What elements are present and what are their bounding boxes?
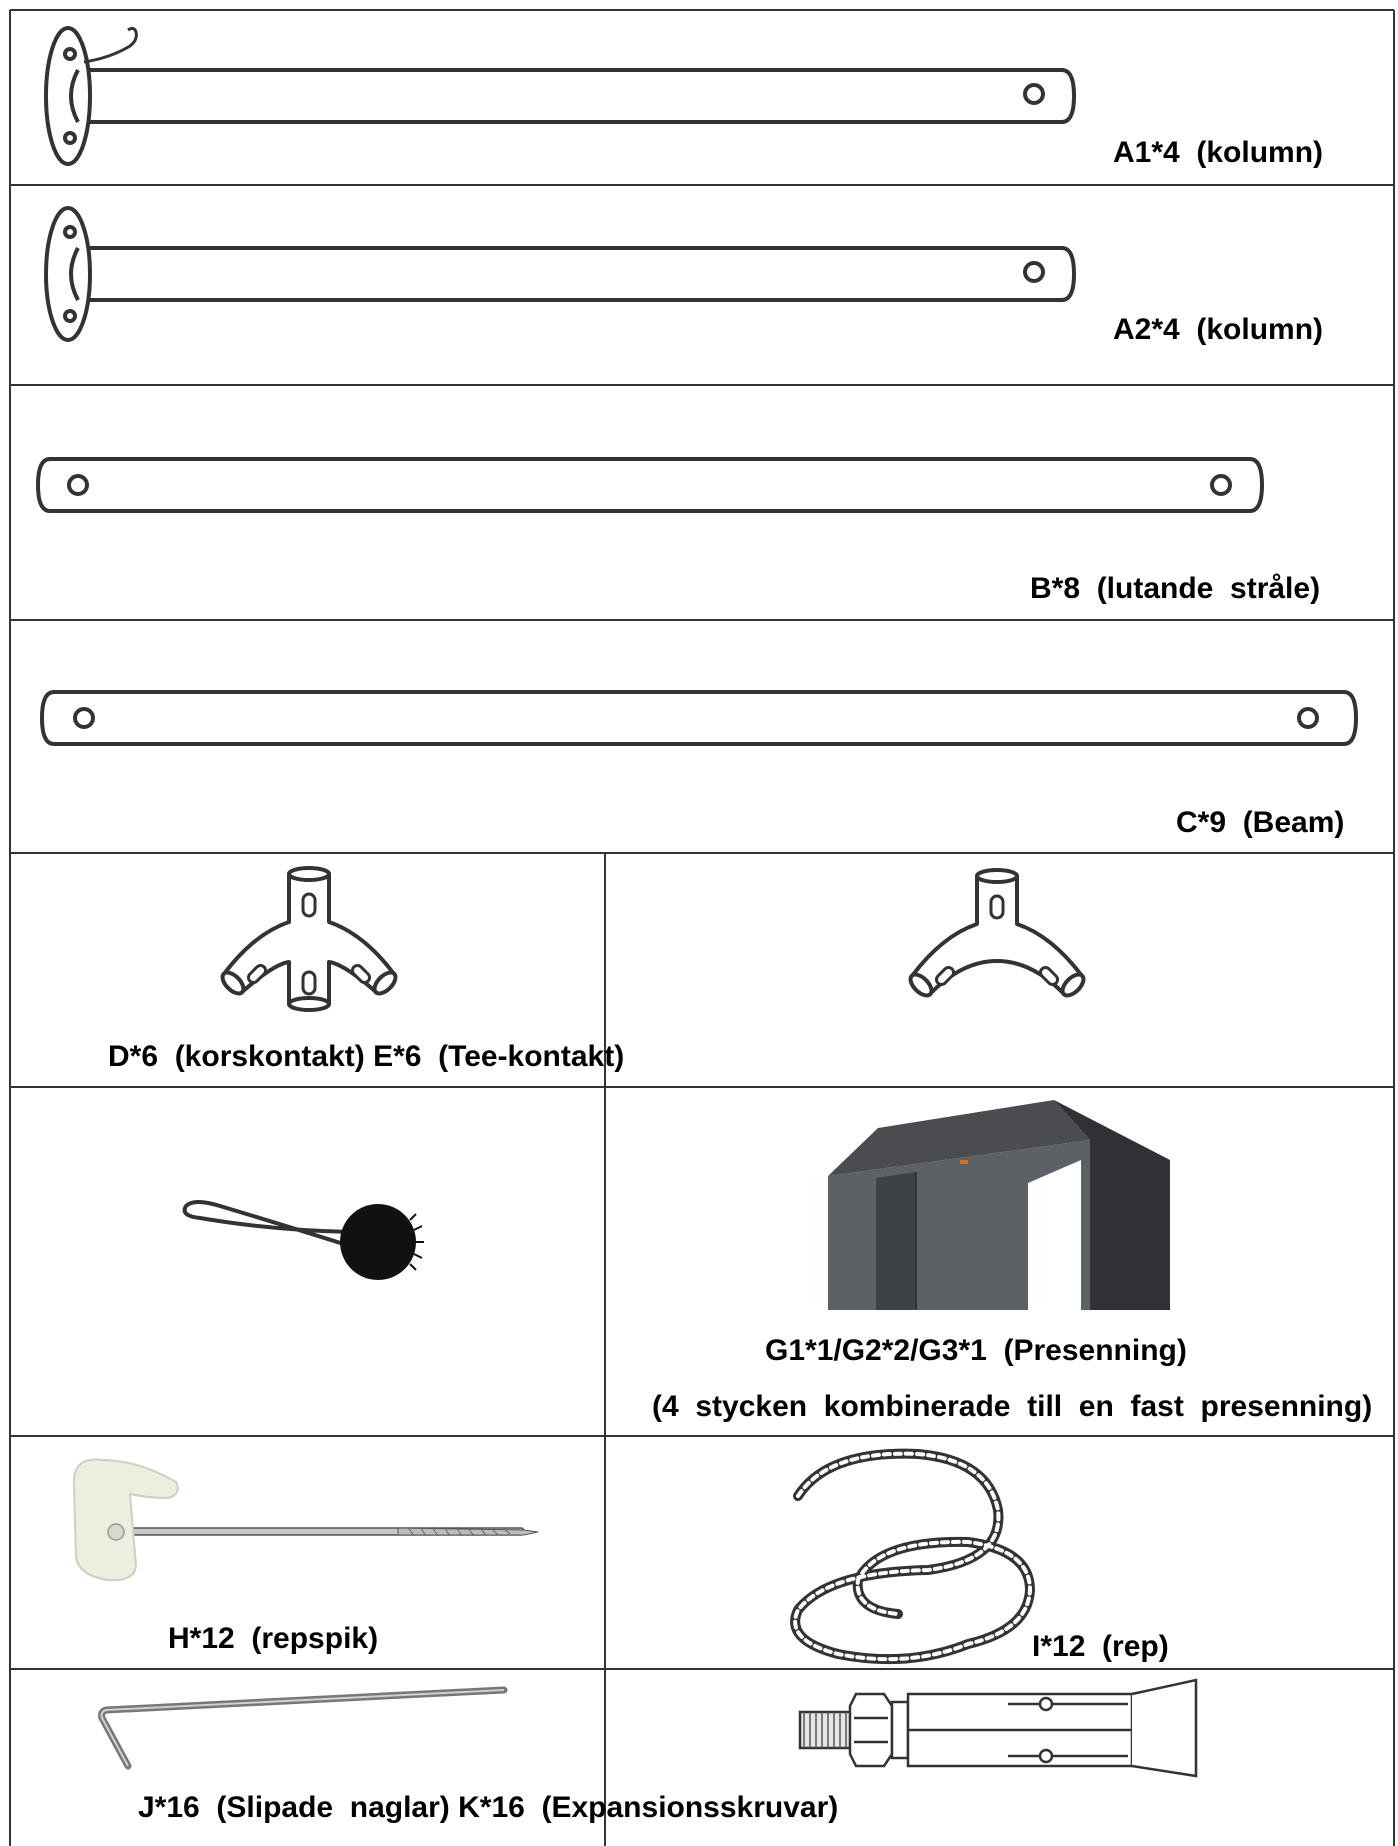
- tee-connector-e-drawing: [908, 868, 1086, 998]
- part-g-note-clip: (4 stycken kombinerade till en fast pres…: [650, 1388, 1394, 1428]
- column-a1-drawing: [44, 26, 1077, 166]
- part-d-e-label: D*6 (korskontakt) E*6 (Tee-kontakt): [108, 1040, 625, 1073]
- part-g-label: G1*1/G2*2/G3*1 (Presenning): [765, 1334, 1187, 1367]
- part-a1-label: A1*4 (kolumn): [1113, 136, 1324, 169]
- part-a2-label: A2*4 (kolumn): [1113, 313, 1324, 346]
- cross-connector-d-drawing: [220, 866, 398, 1012]
- beam-c-drawing: [39, 690, 1359, 746]
- rope-drawing: [790, 1448, 1036, 1665]
- part-j-k-label: J*16 (Slipade naglar) K*16 (Expansionssk…: [138, 1791, 839, 1824]
- part-b-label: B*8 (lutande stråle): [1030, 572, 1321, 605]
- part-h-label: H*12 (repspik): [168, 1622, 379, 1655]
- hex-key-drawing: [98, 1686, 508, 1770]
- column-a2-drawing: [44, 206, 1077, 342]
- expansion-bolt-drawing: [798, 1678, 1198, 1778]
- part-i-label: I*12 (rep): [1032, 1630, 1169, 1663]
- ball-bungee-drawing: [182, 1200, 424, 1280]
- part-g-note: (4 stycken kombinerade till en fast pres…: [652, 1390, 1373, 1423]
- tarpaulin-tent-drawing: [828, 1100, 1170, 1310]
- part-c-label: C*9 (Beam): [1176, 806, 1345, 839]
- inclined-beam-b-drawing: [35, 457, 1265, 513]
- rope-peg-drawing: [72, 1458, 539, 1582]
